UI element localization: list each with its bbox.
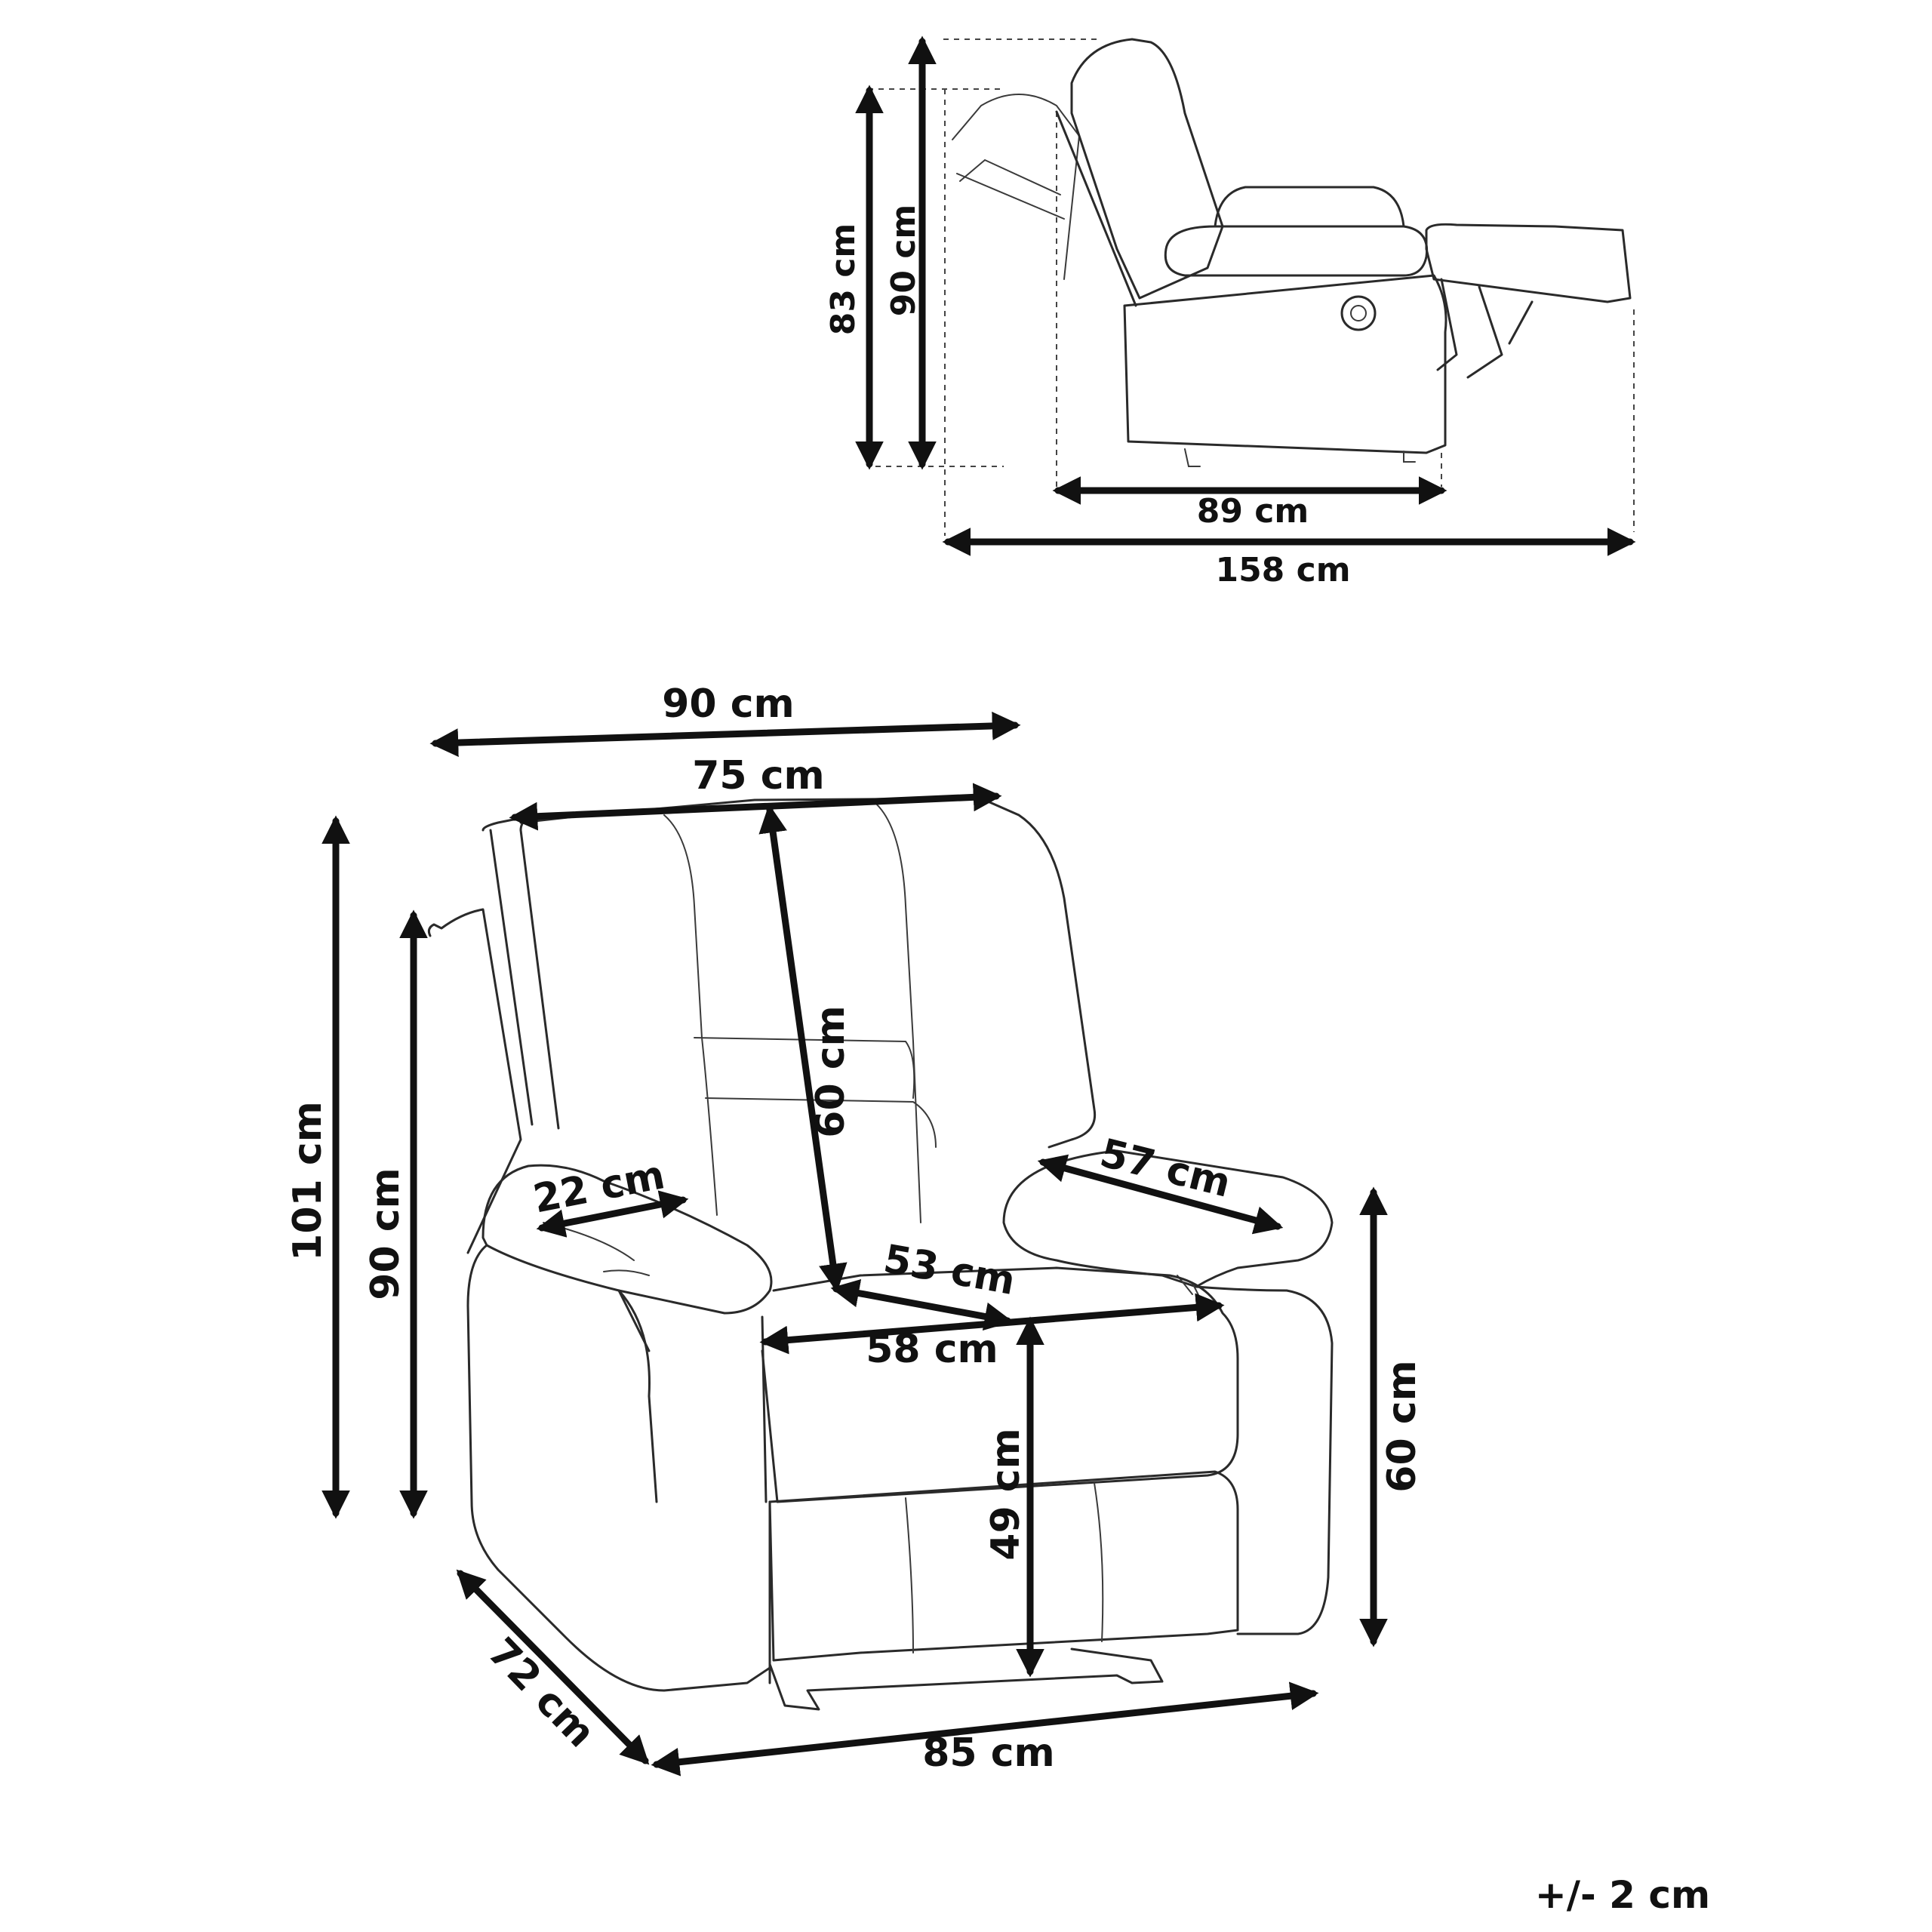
- side-view-dimensions: [855, 35, 1636, 556]
- total-width-label: 90 cm: [662, 681, 794, 727]
- base-frame: [768, 1647, 1164, 1711]
- reclined-backrest-outline: [952, 94, 1081, 280]
- tolerance-label: +/- 2 cm: [1535, 1873, 1710, 1917]
- side-view-recliner: [868, 38, 1635, 536]
- depth-label: 72 cm: [479, 1629, 604, 1756]
- side-depth-89-label: 89 cm: [1197, 492, 1309, 531]
- armrest-width-label: 22 cm: [530, 1152, 669, 1222]
- seat-width-label: 58 cm: [866, 1327, 998, 1372]
- footrest-seams: [905, 1482, 1104, 1654]
- back-side-panel: [427, 908, 522, 1254]
- back-width-label: 75 cm: [692, 753, 824, 798]
- side-depth-158-label: 158 cm: [1215, 551, 1350, 589]
- backrest-front: [481, 797, 1097, 1149]
- front-view-dimensions: [321, 712, 1388, 1777]
- arm-height-label: 60 cm: [1380, 1360, 1425, 1492]
- seat-depth-label: 53 cm: [880, 1236, 1018, 1304]
- front-view-recliner: [427, 797, 1334, 1711]
- height-90-label: 90 cm: [363, 1168, 408, 1300]
- back-height-label: 60 cm: [808, 1005, 854, 1137]
- side-feet: [1184, 448, 1416, 467]
- total-height-label: 101 cm: [285, 1101, 331, 1261]
- seat-cushion: [761, 1266, 1239, 1503]
- side-height-83-label: 83 cm: [824, 223, 863, 335]
- side-height-90-label: 90 cm: [884, 205, 923, 316]
- seat-height-label: 49 cm: [983, 1428, 1029, 1560]
- footrest-outline: [1425, 223, 1632, 379]
- backrest-outline: [1055, 38, 1224, 307]
- recline-lever-icon: [1340, 295, 1377, 331]
- armrest-outline: [1164, 186, 1429, 277]
- base-width-label: 85 cm: [922, 1730, 1054, 1776]
- guide-lines: [868, 38, 1635, 536]
- right-body-side: [1195, 1285, 1334, 1635]
- body-outline: [1123, 274, 1447, 454]
- front-footrest-panel: [768, 1470, 1239, 1662]
